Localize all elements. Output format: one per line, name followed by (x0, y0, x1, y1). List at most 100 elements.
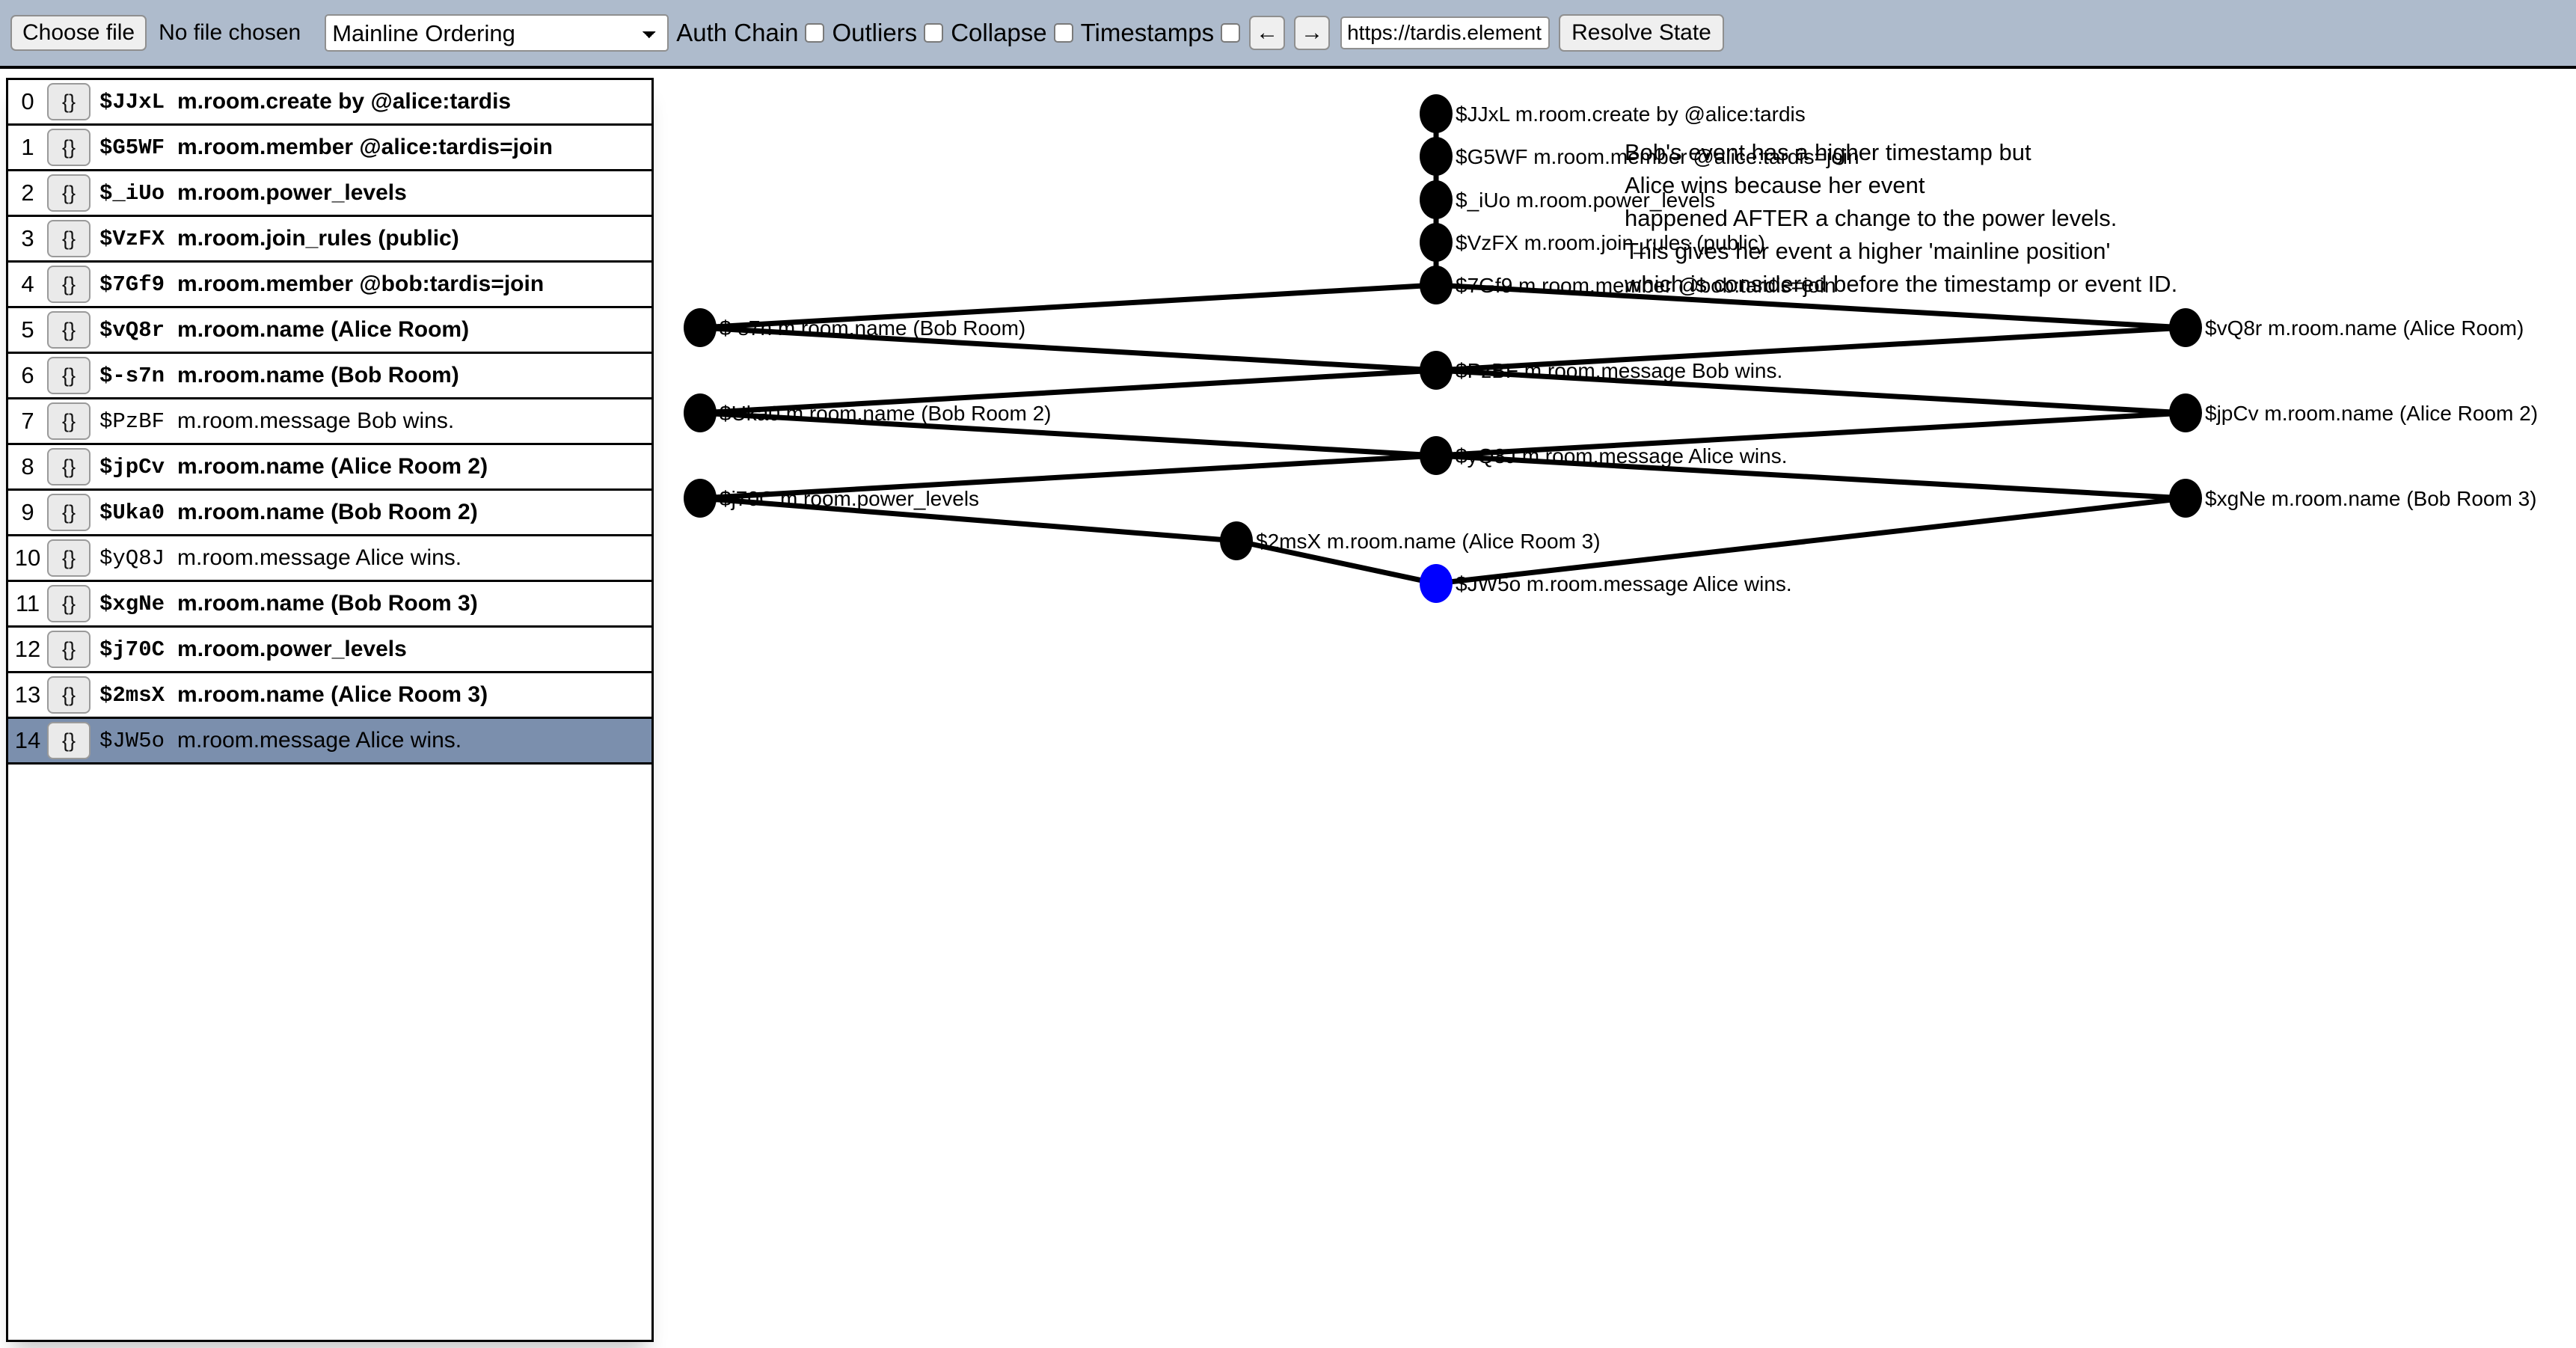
event-id: $PzBF (99, 408, 165, 434)
event-index: 14 (14, 727, 41, 753)
dag-node[interactable] (1420, 223, 1453, 262)
json-badge-icon[interactable]: {} (47, 585, 91, 622)
dag-node[interactable] (1220, 521, 1253, 560)
json-badge-icon[interactable]: {} (47, 448, 91, 485)
dag-node[interactable] (2169, 479, 2202, 518)
json-badge-icon[interactable]: {} (47, 494, 91, 531)
dag-node[interactable] (1420, 266, 1453, 304)
forward-arrow-button[interactable]: → (1294, 16, 1331, 50)
json-badge-icon[interactable]: {} (47, 83, 91, 120)
dag-node-label: $PzBF m.room.message Bob wins. (1456, 359, 1782, 382)
json-badge-icon[interactable]: {} (47, 311, 91, 349)
dag-edge (1435, 282, 2186, 331)
event-index: 6 (21, 362, 34, 388)
dag-node[interactable] (1420, 180, 1453, 219)
dag-edge (1435, 410, 2186, 459)
event-description: m.room.power_levels (177, 180, 407, 205)
auth-chain-checkbox[interactable] (805, 23, 825, 43)
event-id: $yQ8J (99, 545, 165, 571)
dag-edge (1435, 495, 2186, 586)
event-id: $j70C (99, 637, 165, 662)
dag-edge (1236, 538, 1437, 586)
json-badge-icon[interactable]: {} (47, 539, 91, 577)
json-badge-icon[interactable]: {} (47, 676, 91, 714)
event-id: $JW5o (99, 728, 165, 753)
dag-node[interactable] (2169, 393, 2202, 432)
collapse-checkbox[interactable] (1053, 23, 1073, 43)
dag-node-label: $VzFX m.room.join_rules (public) (1456, 231, 1765, 254)
event-row[interactable]: 3 {} $VzFX m.room.join_rules (public) (8, 217, 651, 263)
dag-node[interactable] (1420, 564, 1453, 603)
timestamps-checkbox[interactable] (1221, 23, 1241, 43)
json-badge-icon[interactable]: {} (47, 266, 91, 303)
json-badge-icon[interactable]: {} (47, 174, 91, 212)
dag-edge (1435, 453, 2186, 501)
dag-node[interactable] (1420, 137, 1453, 176)
dag-edge (699, 367, 1437, 416)
event-description: m.room.join_rules (public) (177, 226, 459, 251)
ordering-select[interactable]: Mainline Ordering (325, 14, 669, 52)
event-description: m.room.message Alice wins. (177, 728, 462, 753)
dag-node[interactable] (684, 393, 717, 432)
json-badge-icon[interactable]: {} (47, 631, 91, 668)
event-index: 2 (21, 180, 34, 206)
dag-graph: $JJxL m.room.create by @alice:tardis$G5W… (658, 72, 2576, 1348)
event-description: m.room.member @bob:tardis=join (177, 272, 545, 296)
event-text: $VzFX m.room.join_rules (public) (95, 217, 459, 260)
collapse-label: Collapse (951, 19, 1047, 46)
dag-node-label: $-s7n m.room.name (Bob Room) (720, 316, 1025, 340)
json-badge-icon[interactable]: {} (47, 357, 91, 394)
event-index: 11 (15, 590, 40, 616)
url-input[interactable] (1340, 16, 1551, 49)
choose-file-button[interactable]: Choose file (10, 14, 147, 52)
dag-node[interactable] (684, 479, 717, 518)
dag-node-label: $j70C m.room.power_levels (720, 487, 979, 510)
back-arrow-button[interactable]: ← (1249, 16, 1286, 50)
dag-node-label: $jpCv m.room.name (Alice Room 2) (2205, 402, 2538, 425)
event-description: m.room.name (Alice Room 2) (177, 454, 488, 479)
event-index: 10 (14, 545, 41, 571)
event-row[interactable]: 7 {} $PzBF m.room.message Bob wins. (8, 399, 651, 445)
dag-node[interactable] (1420, 351, 1453, 390)
event-index: 7 (21, 408, 34, 434)
dag-edge (699, 410, 1437, 459)
event-row[interactable]: 14{} $JW5o m.room.message Alice wins. (8, 719, 651, 765)
resolve-state-button[interactable]: Resolve State (1559, 14, 1724, 52)
json-badge-icon[interactable]: {} (47, 129, 91, 166)
event-index: 3 (21, 225, 34, 251)
event-id: $Uka0 (99, 500, 165, 525)
event-id: $VzFX (99, 226, 165, 251)
json-badge-icon[interactable]: {} (47, 402, 91, 440)
file-status-label: No file chosen (159, 20, 301, 45)
event-description: m.room.create by @alice:tardis (177, 89, 512, 114)
dag-node-label: $_iUo m.room.power_levels (1456, 189, 1715, 212)
event-description: m.room.name (Alice Room 3) (177, 682, 488, 707)
json-badge-icon[interactable]: {} (47, 722, 91, 759)
dag-node[interactable] (2169, 308, 2202, 347)
dag-node[interactable] (1420, 94, 1453, 133)
event-id: $jpCv (99, 454, 165, 480)
json-badge-icon[interactable]: {} (47, 220, 91, 257)
event-text: $JW5o m.room.message Alice wins. (95, 719, 461, 762)
outliers-checkbox[interactable] (924, 23, 944, 43)
event-description: m.room.message Bob wins. (177, 408, 455, 433)
dag-node[interactable] (684, 308, 717, 347)
event-id: $vQ8r (99, 317, 165, 343)
dag-node[interactable] (1420, 436, 1453, 475)
